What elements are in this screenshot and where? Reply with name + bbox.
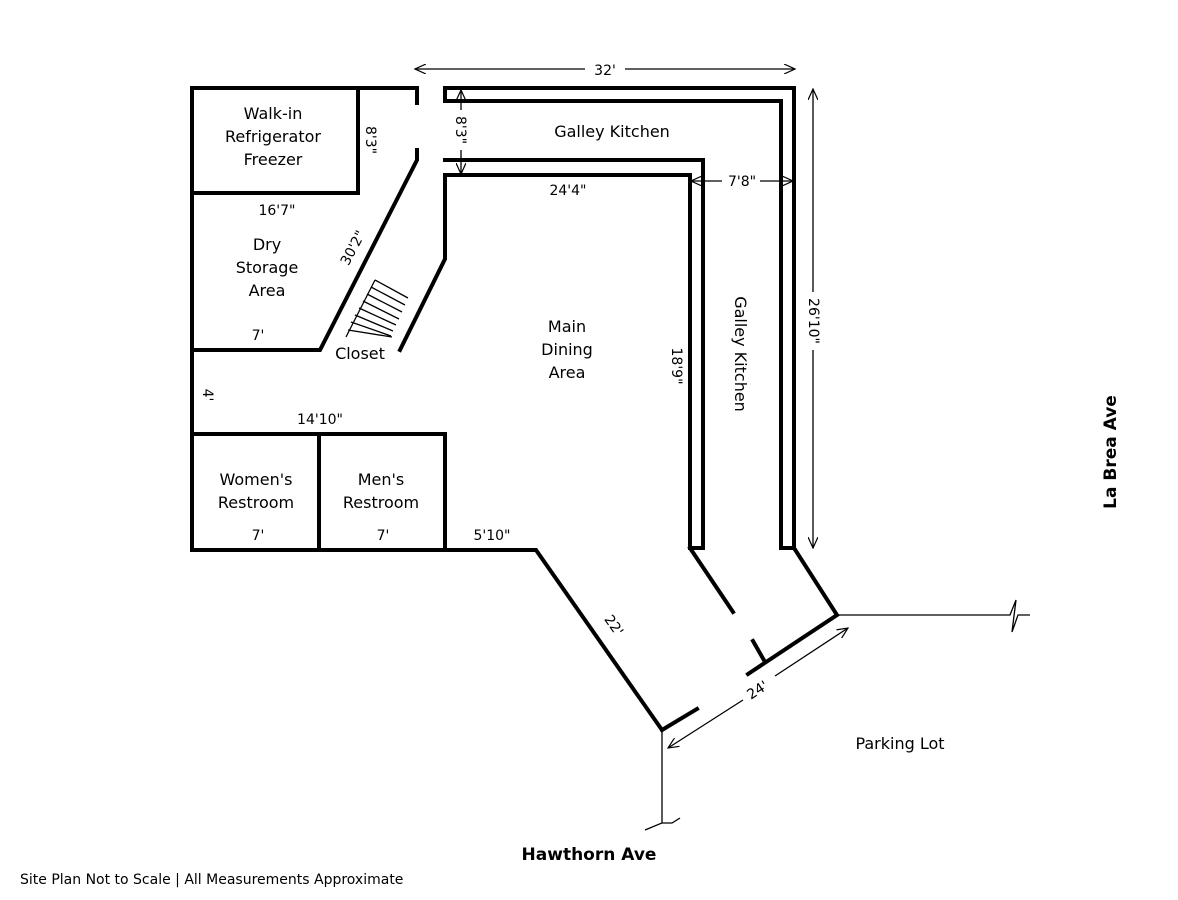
dim-overall-width: 32' (594, 63, 616, 79)
dim-right-length: 26'10" (805, 298, 821, 344)
dim-dining-width: 24'4" (549, 183, 586, 199)
site-lines (644, 599, 1030, 831)
street-south-label: Hawthorn Ave (522, 845, 657, 865)
dim-walkin-depth: 8'3" (362, 126, 378, 154)
dim-dining-side: 18'9" (668, 347, 684, 384)
dimension-lines (415, 69, 848, 748)
dim-galley-depth: 8'3" (452, 116, 468, 144)
closet-label: Closet (335, 344, 385, 363)
street-east-label: La Brea Ave (1101, 395, 1121, 509)
dim-dry-storage-width: 16'7" (258, 203, 295, 219)
dim-corridor: 4' (199, 389, 215, 402)
parking-lot-label: Parking Lot (855, 734, 944, 753)
galley-kitchen-top-label: Galley Kitchen (554, 122, 670, 141)
dim-angled-wall: 22' (601, 612, 627, 639)
dim-womens-width: 7' (252, 528, 265, 544)
dim-mens-width: 7' (377, 528, 390, 544)
dim-dry-storage-bottom: 7' (252, 328, 265, 344)
galley-kitchen-side-label: Galley Kitchen (731, 296, 750, 412)
stairs (345, 279, 409, 338)
footnote: Site Plan Not to Scale | All Measurement… (20, 872, 403, 888)
dim-entry-offset: 5'10" (473, 528, 510, 544)
dim-front-wall: 24' (744, 678, 771, 703)
dim-restroom-block: 14'10" (297, 412, 343, 428)
dim-galley-side-width: 7'8" (728, 174, 756, 190)
dimension-labels: 32' 8'3" 8'3" 16'7" 30'2" 7' 24'4" 7'8" … (199, 63, 821, 703)
